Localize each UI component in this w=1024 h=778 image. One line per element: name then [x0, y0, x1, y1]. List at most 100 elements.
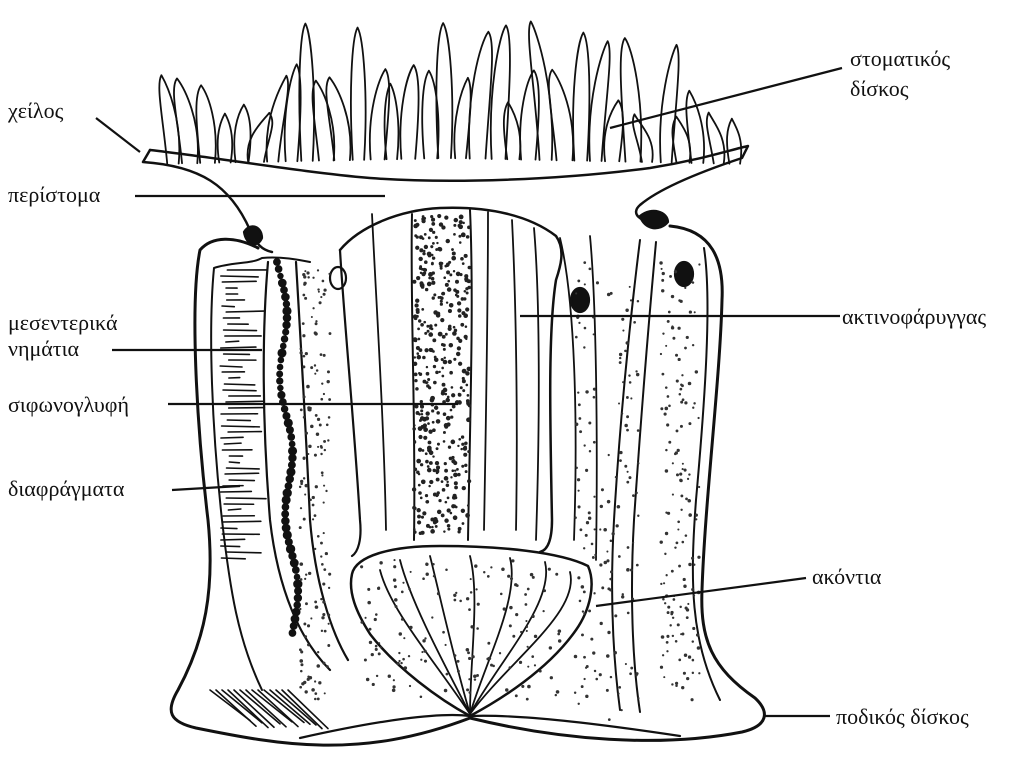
stipple-dot	[320, 597, 323, 601]
stipple-dot	[585, 468, 589, 472]
stipple-dot	[320, 295, 323, 299]
stipple-dot	[412, 427, 416, 431]
stipple-dot	[467, 479, 472, 484]
stipple-dot	[543, 589, 547, 593]
stipple-dot	[687, 381, 692, 386]
stipple-dot	[691, 587, 695, 592]
stipple-dot	[428, 484, 431, 488]
stipple-dot	[464, 470, 468, 474]
leader-diafragmata	[171, 484, 241, 492]
stipple-dot	[322, 501, 325, 504]
stipple-dot	[454, 293, 458, 297]
stipple-dot	[440, 261, 444, 265]
filament-bead	[288, 440, 296, 448]
stipple-dot	[471, 655, 475, 659]
hatch-stroke	[215, 689, 257, 728]
stipple-dot	[316, 664, 321, 668]
stipple-dot	[412, 361, 418, 367]
stipple-dot	[416, 352, 420, 355]
stipple-dot	[375, 674, 379, 678]
stipple-dot	[603, 527, 607, 532]
stipple-dot	[548, 646, 553, 650]
filament-bead	[291, 607, 301, 617]
stipple-dot	[681, 540, 685, 544]
stipple-dot	[659, 540, 663, 544]
stipple-dot	[468, 678, 471, 681]
stipple-dot	[669, 274, 673, 278]
stipple-dot	[303, 281, 307, 286]
stipple-dot	[321, 474, 324, 477]
stipple-dot	[416, 354, 422, 360]
stipple-dot	[421, 650, 424, 654]
stipple-dot	[433, 405, 439, 410]
stipple-dot	[323, 484, 326, 487]
stipple-dot	[445, 397, 450, 403]
filament-bead	[290, 614, 300, 624]
tentacle	[489, 24, 511, 160]
leader-stomatikos	[609, 66, 843, 130]
stipple-dot	[368, 627, 372, 631]
stipple-dot	[318, 301, 322, 305]
hatch-stroke	[281, 689, 323, 730]
stipple-dot	[421, 308, 425, 311]
stipple-dot	[377, 652, 381, 656]
stipple-dot	[423, 244, 429, 250]
stipple-dot	[305, 573, 308, 576]
label-stomatikos-line2: δίσκος	[850, 76, 909, 101]
stipple-dot	[574, 335, 578, 339]
stipple-dot	[419, 463, 424, 467]
filament-bead	[289, 622, 298, 630]
stipple-dot	[527, 665, 530, 668]
stipple-dot	[615, 524, 619, 528]
stipple-dot	[413, 356, 417, 359]
stipple-dot	[476, 602, 480, 606]
stipple-dot	[299, 578, 303, 581]
siphonoglyph-stipple	[411, 213, 472, 535]
hatch-stroke	[220, 538, 246, 541]
stipple-dot	[467, 450, 471, 454]
stipple-dot	[693, 311, 696, 314]
inner-wall-left	[210, 256, 311, 691]
stipple-dot	[427, 377, 431, 382]
stipple-dot	[307, 675, 310, 679]
filament-bead	[281, 510, 290, 518]
stipple-dot	[299, 648, 302, 652]
stipple-dot	[679, 424, 683, 428]
stipple-dot	[675, 429, 679, 433]
stipple-dot	[449, 370, 453, 375]
stipple-dot	[415, 245, 420, 250]
stipple-dot	[313, 364, 317, 367]
stipple-dot	[583, 283, 586, 286]
stipple-dot	[328, 572, 332, 576]
stipple-dot	[694, 370, 699, 374]
stipple-dot	[444, 643, 447, 647]
stipple-dot	[459, 386, 463, 390]
hatch-stroke	[275, 689, 317, 726]
stipple-dot	[420, 322, 424, 327]
stipple-dot	[460, 508, 466, 513]
stipple-dot	[327, 416, 331, 419]
inner-wall-right	[691, 247, 721, 701]
filament-bead	[286, 467, 296, 477]
filament-bead	[282, 488, 292, 498]
stipple-dot	[435, 465, 441, 470]
stipple-dot	[666, 634, 670, 638]
stipple-dot	[457, 223, 462, 228]
stipple-dot	[457, 526, 462, 531]
stipple-dot	[400, 661, 403, 665]
stipple-dot	[457, 400, 462, 405]
stipple-dot	[426, 445, 432, 451]
stipple-dot	[307, 643, 310, 647]
stipple-dot	[442, 343, 446, 347]
stipple-dot	[409, 625, 413, 630]
stipple-dot	[408, 587, 411, 591]
stipple-dot	[499, 592, 503, 596]
filament-bead	[274, 265, 283, 273]
acontium-thread	[379, 569, 471, 715]
stipple-dot	[661, 654, 665, 657]
stipple-dot	[636, 429, 640, 432]
stipple-dot	[440, 357, 444, 362]
hatch-stroke	[225, 310, 265, 313]
filament-bead	[280, 335, 289, 343]
